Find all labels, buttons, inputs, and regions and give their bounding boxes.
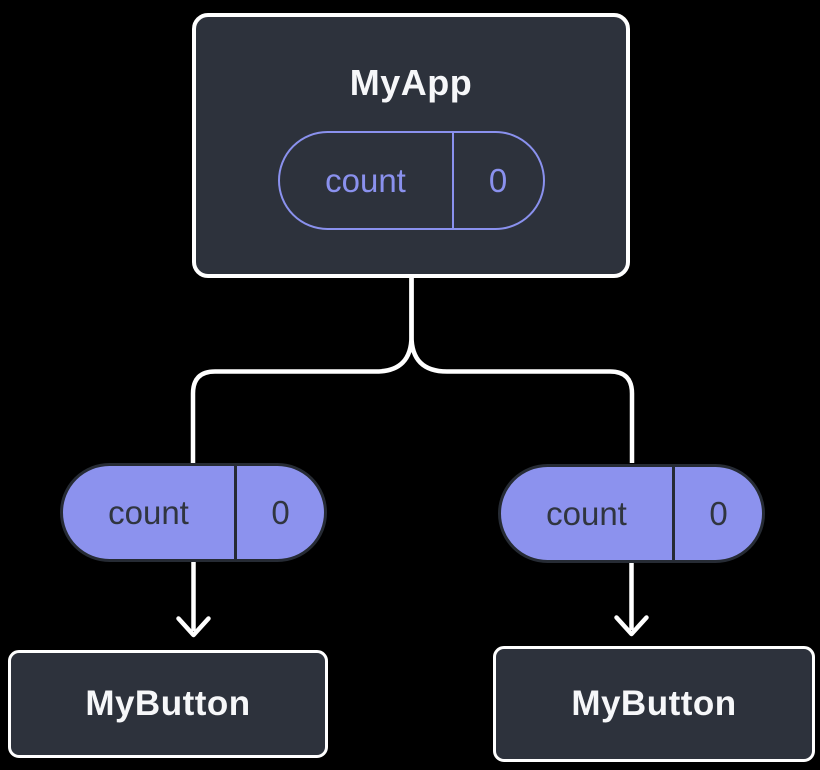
fork-connector-right xyxy=(409,278,635,463)
prop-pill-right: count 0 xyxy=(498,464,765,563)
arrow-down-left-icon xyxy=(176,562,211,638)
node-mybutton-title: MyButton xyxy=(85,684,251,723)
state-pill-label: count xyxy=(280,133,454,228)
node-myapp-title: MyApp xyxy=(349,62,473,103)
prop-pill-value: 0 xyxy=(709,494,728,532)
prop-pill-label: count xyxy=(501,467,675,560)
state-pill-myapp: count 0 xyxy=(277,131,545,230)
fork-connector-left xyxy=(190,278,414,463)
node-mybutton-left: MyButton xyxy=(8,650,328,758)
prop-pill-value: 0 xyxy=(271,493,290,531)
node-myapp: MyApp count 0 xyxy=(192,13,630,278)
state-pill-value: 0 xyxy=(488,161,508,199)
prop-pill-left: count 0 xyxy=(60,463,327,562)
prop-pill-label: count xyxy=(63,466,237,559)
node-mybutton-right: MyButton xyxy=(493,646,815,762)
arrow-down-right-icon xyxy=(614,563,649,637)
node-mybutton-title: MyButton xyxy=(571,684,737,723)
